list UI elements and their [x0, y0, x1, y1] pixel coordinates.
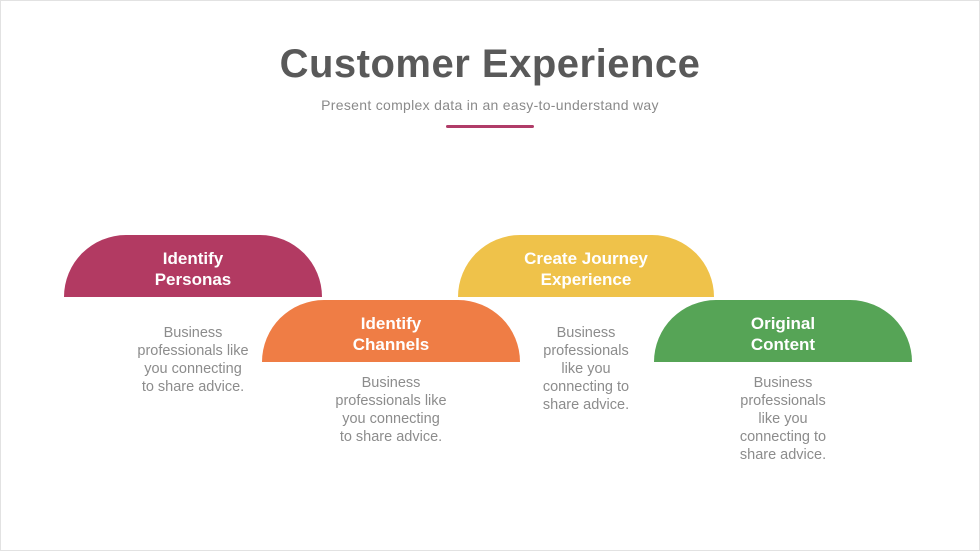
slide-header: Customer Experience Present complex data… — [0, 42, 980, 128]
step-title-identify-channels: Identify Channels — [352, 313, 430, 354]
step-description-identify-personas: Business professionals like you connecti… — [137, 325, 249, 395]
step-title-original-content: Original Content — [750, 313, 816, 354]
title-accent-divider — [446, 125, 534, 128]
page-title: Customer Experience — [279, 42, 701, 86]
step-shape-original-content: Original Content — [654, 300, 912, 362]
step-description-identify-channels: Business professionals like you connecti… — [335, 375, 447, 445]
step-shape-identify-channels: Identify Channels — [262, 300, 520, 362]
step-title-create-journey-experience: Create Journey Experience — [524, 248, 648, 289]
step-shape-create-journey-experience: Create Journey Experience — [458, 235, 714, 297]
step-description-original-content: Business professionals like you connecti… — [739, 375, 827, 463]
step-title-identify-personas: Identify Personas — [154, 248, 232, 289]
page-subtitle: Present complex data in an easy-to-under… — [321, 97, 659, 113]
step-shape-identify-personas: Identify Personas — [64, 235, 322, 297]
step-description-create-journey-experience: Business professionals like you connecti… — [542, 325, 630, 413]
